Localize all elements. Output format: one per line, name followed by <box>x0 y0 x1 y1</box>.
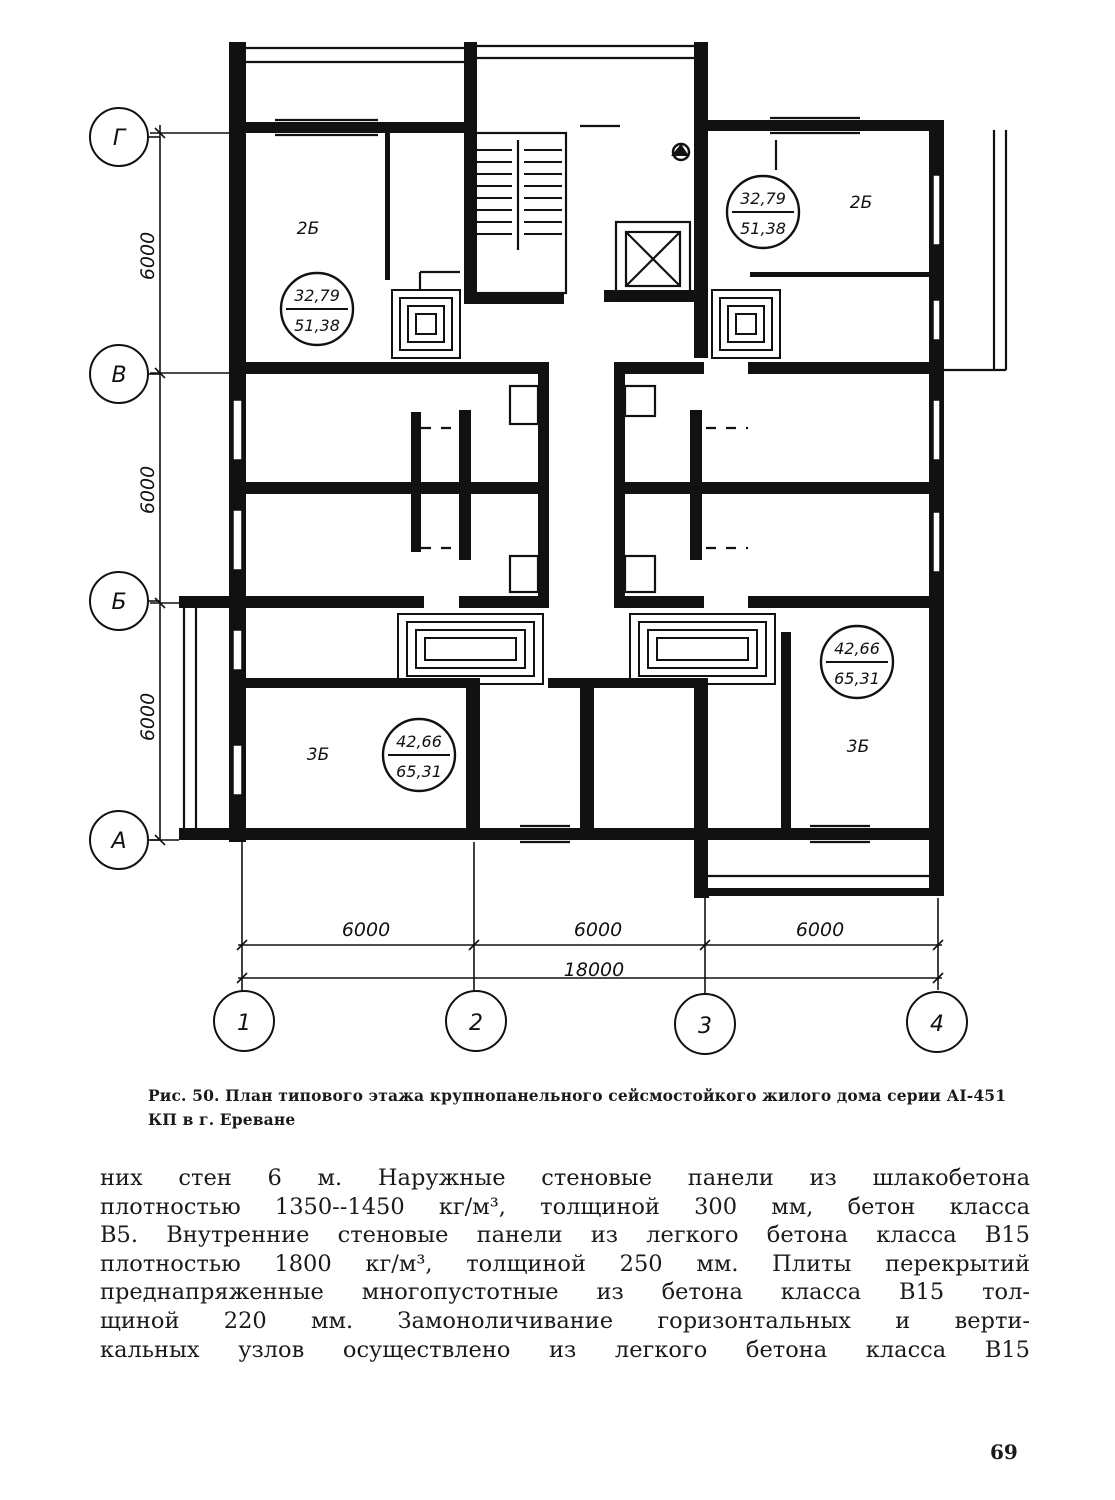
body-line: плотностью 1350--1450 кг/м³, толщиной 30… <box>100 1193 1030 1220</box>
axis-label-row-g: Г <box>113 126 127 151</box>
dim-horizontal-2: 6000 <box>574 919 622 941</box>
thin-lines <box>182 44 1008 898</box>
area-total-lower-left: 65,31 <box>396 762 442 781</box>
axis-label-row-v: В <box>111 363 126 388</box>
dim-total: 18000 <box>564 959 624 981</box>
area-total-upper-right: 51,38 <box>740 219 786 238</box>
body-line: них стен 6 м. Наружные стеновые панели и… <box>100 1165 1030 1191</box>
dim-horizontal-1: 6000 <box>342 919 390 941</box>
dim-horizontal-3: 6000 <box>796 919 844 941</box>
stair-treads <box>474 149 562 235</box>
body-line: плотностью 1800 кг/м³, толщиной 250 мм. … <box>100 1250 1030 1277</box>
area-total-upper-left: 51,38 <box>294 316 340 335</box>
area-living-lower-left: 42,66 <box>396 732 442 751</box>
room-label-lower-left: 3Б <box>307 745 329 765</box>
body-line: преднапряженные многопустотные из бетона… <box>100 1279 1030 1306</box>
floor-plan-drawing: Г В Б А 1 2 3 4 6000 6000 6000 6000 6000… <box>89 42 1008 1055</box>
dim-vertical-3: 6000 <box>137 693 159 741</box>
dim-vertical-2: 6000 <box>137 466 159 514</box>
page-number: 69 <box>990 1440 1018 1464</box>
axis-label-row-a: А <box>109 829 126 854</box>
axis-label-col-4: 4 <box>930 1012 944 1037</box>
side-windows <box>232 174 941 796</box>
room-label-upper-right: 2Б <box>850 193 872 213</box>
axis-label-col-1: 1 <box>237 1011 251 1036</box>
body-paragraph: них стен 6 м. Наружные стеновые панели и… <box>100 1164 1030 1364</box>
body-line: В5. Внутренние стеновые панели из легког… <box>100 1222 1030 1249</box>
row-axis-leaders <box>148 136 160 841</box>
body-line: щиной 220 мм. Замоноличивание горизонтал… <box>100 1307 1030 1334</box>
axis-label-col-3: 3 <box>698 1014 712 1039</box>
room-label-upper-left: 2Б <box>297 219 319 239</box>
figure-caption: Рис. 50. План типового этажа крупнопанел… <box>148 1086 1007 1129</box>
body-line: кальных узлов осуществлено из легкого бе… <box>100 1336 1030 1363</box>
axis-label-col-2: 2 <box>469 1011 483 1036</box>
area-living-upper-right: 32,79 <box>740 189 786 208</box>
axis-label-row-b: Б <box>111 590 126 615</box>
area-total-lower-right: 65,31 <box>834 669 880 688</box>
column-axis-markers <box>213 990 968 1055</box>
walls <box>179 42 944 898</box>
room-label-lower-right: 3Б <box>847 737 869 757</box>
dim-vertical-1: 6000 <box>137 232 159 280</box>
area-dividers <box>286 211 888 756</box>
duct-blocks <box>391 289 781 685</box>
area-living-upper-left: 32,79 <box>294 286 340 305</box>
area-living-lower-right: 42,66 <box>834 639 880 658</box>
dimension-lines <box>150 125 944 998</box>
